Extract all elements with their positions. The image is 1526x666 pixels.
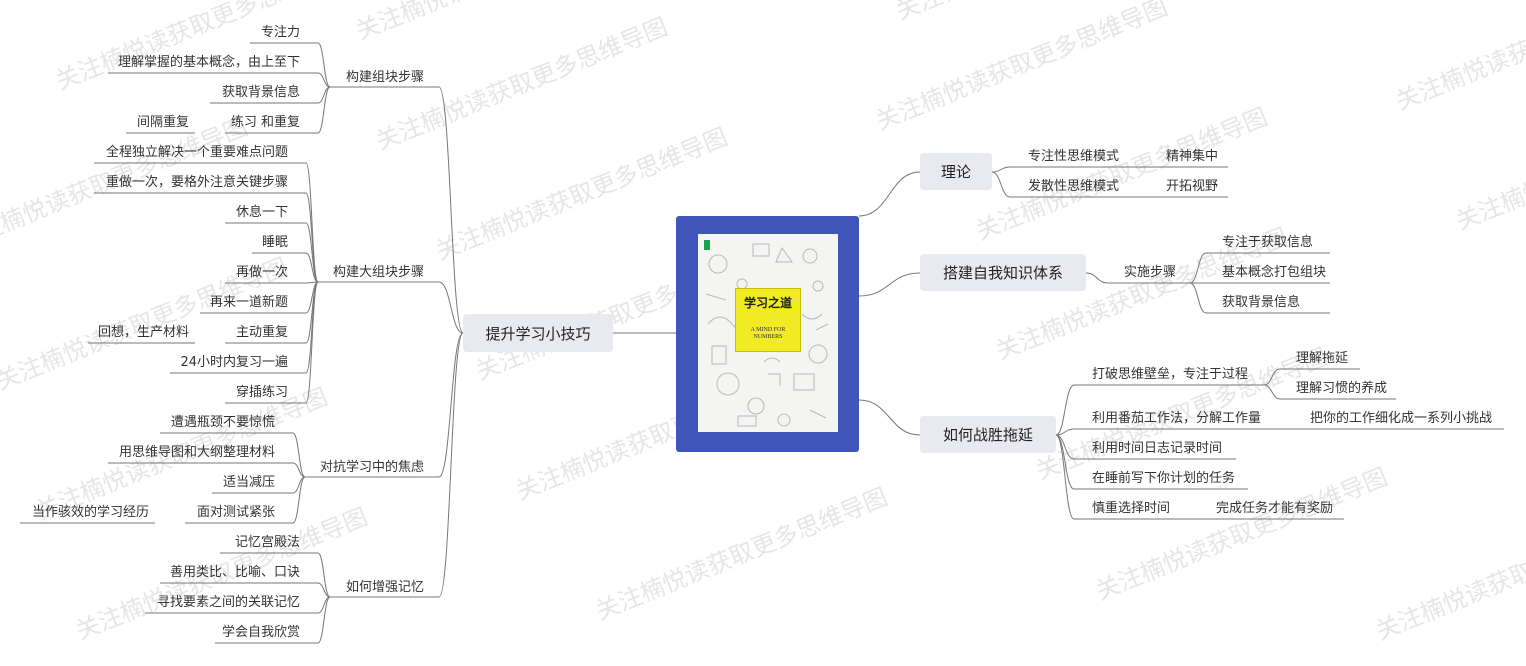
leaf-analogy-mnemonic[interactable]: 善用类比、比喻、口诀 — [170, 565, 300, 581]
leaf-background-info[interactable]: 获取背景信息 — [222, 85, 300, 101]
leaf-take-break[interactable]: 休息一下 — [236, 205, 288, 221]
main-topic-knowledge-system[interactable]: 搭建自我知识体系 — [920, 254, 1086, 291]
leaf-redo-key-steps[interactable]: 重做一次，要格外注意关键步骤 — [106, 175, 288, 191]
connector-knowledge-leaf — [1190, 283, 1206, 313]
main-topic-procrastination[interactable]: 如何战胜拖延 — [920, 416, 1056, 453]
connector-leaf — [306, 282, 318, 403]
leaf-spaced-repetition[interactable]: 间隔重复 — [137, 115, 189, 131]
connector-center-procrastination — [859, 400, 920, 435]
leaf-memory-palace[interactable]: 记忆宫殿法 — [235, 535, 300, 551]
leaf-background-info-right[interactable]: 获取背景信息 — [1222, 295, 1300, 311]
connector-knowledge — [1086, 273, 1108, 283]
book-cover: 学习之道 A MIND FOR NUMBERS — [698, 234, 838, 432]
leaf-bedtime-plan[interactable]: 在睡前写下你计划的任务 — [1092, 471, 1235, 487]
connector-left-group — [439, 333, 463, 597]
leaf-bottleneck[interactable]: 遭遇瓶颈不要惊慌 — [171, 415, 275, 431]
connector-center-theory — [859, 172, 920, 216]
leaf-reward[interactable]: 完成任务才能有奖励 — [1216, 501, 1333, 517]
leaf-learning-experience[interactable]: 当作骇效的学习经历 — [32, 505, 149, 521]
leaf-interleave[interactable]: 穿插练习 — [236, 385, 288, 401]
leaf-focused-mode[interactable]: 专注性思维模式 — [1028, 149, 1119, 165]
leaf-new-problem[interactable]: 再来一道新题 — [210, 295, 288, 311]
main-topic-theory[interactable]: 理论 — [920, 153, 992, 190]
leaf-focus[interactable]: 专注力 — [261, 25, 300, 41]
leaf-mindmap-outline[interactable]: 用思维导图和大纲整理材料 — [119, 445, 275, 461]
central-node[interactable]: 学习之道 A MIND FOR NUMBERS — [676, 216, 859, 452]
cover-title-label: 学习之道 A MIND FOR NUMBERS — [735, 288, 801, 352]
group-anxiety[interactable]: 对抗学习中的焦虑 — [320, 460, 424, 476]
publisher-mark — [704, 240, 710, 250]
connector-procrastination-leaf — [1264, 369, 1280, 385]
leaf-association[interactable]: 寻找要素之间的关联记忆 — [157, 595, 300, 611]
leaf-active-repeat[interactable]: 主动重复 — [236, 325, 288, 341]
leaf-basic-concepts[interactable]: 理解掌握的基本概念，由上至下 — [118, 55, 300, 71]
leaf-practice-repeat[interactable]: 练习 和重复 — [231, 115, 300, 131]
leaf-self-appreciation[interactable]: 学会自我欣赏 — [222, 625, 300, 641]
group-memory[interactable]: 如何增强记忆 — [346, 580, 424, 596]
connector-center-knowledge — [859, 273, 920, 296]
leaf-understand-procrastination[interactable]: 理解拖延 — [1296, 351, 1348, 367]
leaf-solve-hard-problem[interactable]: 全程独立解决一个重要难点问题 — [106, 145, 288, 161]
leaf-choose-time[interactable]: 慎重选择时间 — [1092, 501, 1170, 517]
connector-procrastination — [1056, 385, 1074, 435]
connector-theory — [992, 172, 1010, 197]
group-big-chunk-steps[interactable]: 构建大组块步骤 — [333, 265, 424, 281]
connector-leaf — [306, 163, 318, 282]
main-topic-tips[interactable]: 提升学习小技巧 — [463, 314, 613, 352]
leaf-test-nerves[interactable]: 面对测试紧张 — [197, 505, 275, 521]
leaf-habit-formation[interactable]: 理解习惯的养成 — [1296, 381, 1387, 397]
leaf-concept-chunks[interactable]: 基本概念打包组块 — [1222, 265, 1326, 281]
group-chunk-steps[interactable]: 构建组块步骤 — [346, 70, 424, 86]
leaf-broaden-view[interactable]: 开拓视野 — [1166, 179, 1218, 195]
leaf-sleep[interactable]: 睡眠 — [262, 235, 288, 251]
connector-left-group — [439, 87, 463, 333]
connector-knowledge-leaf — [1190, 253, 1206, 283]
leaf-small-challenges[interactable]: 把你的工作细化成一系列小挑战 — [1310, 411, 1492, 427]
leaf-diffuse-mode[interactable]: 发散性思维模式 — [1028, 179, 1119, 195]
leaf-break-barrier[interactable]: 打破思维壁垒，专注于过程 — [1092, 367, 1248, 383]
leaf-reduce-stress[interactable]: 适当减压 — [223, 475, 275, 491]
connector-procrastination-leaf — [1264, 385, 1280, 399]
leaf-recall-material[interactable]: 回想，生产材料 — [98, 325, 189, 341]
leaf-concentration[interactable]: 精神集中 — [1166, 149, 1218, 165]
leaf-time-log[interactable]: 利用时间日志记录时间 — [1092, 441, 1222, 457]
leaf-pomodoro[interactable]: 利用番茄工作法，分解工作量 — [1092, 411, 1261, 427]
book-subtitle: A MIND FOR NUMBERS — [736, 327, 800, 341]
leaf-focus-info[interactable]: 专注于获取信息 — [1222, 235, 1313, 251]
leaf-implementation-steps[interactable]: 实施步骤 — [1124, 265, 1176, 281]
book-title: 学习之道 — [736, 294, 800, 311]
leaf-do-again[interactable]: 再做一次 — [236, 265, 288, 281]
connector-procrastination — [1056, 429, 1074, 435]
connector-theory — [992, 167, 1010, 172]
leaf-review-24h[interactable]: 24小时内复习一遍 — [180, 355, 288, 371]
